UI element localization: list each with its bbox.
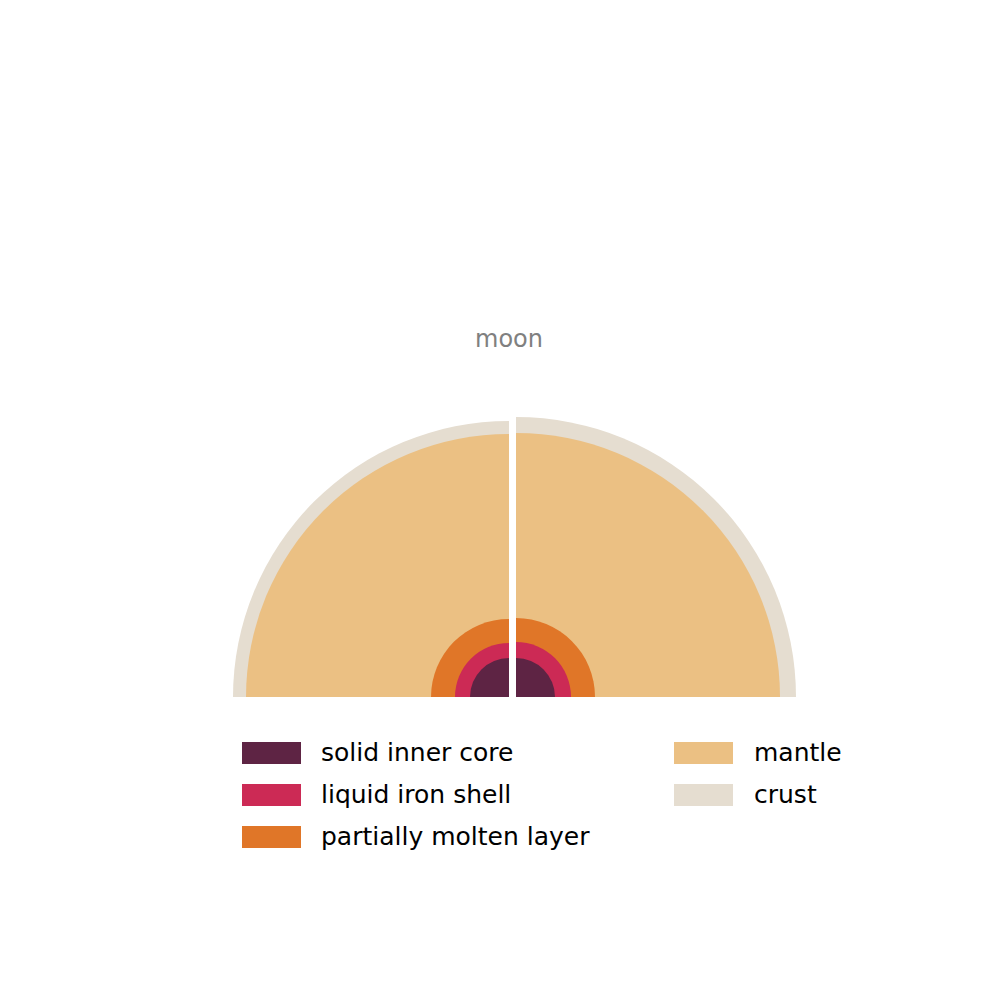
mantle-layer — [516, 433, 780, 697]
crust-layer — [233, 421, 509, 697]
legend-swatch — [242, 742, 301, 764]
legend-label: partially molten layer — [321, 822, 589, 852]
crust-layer — [516, 417, 796, 697]
solid-inner-core — [470, 658, 509, 697]
legend-label: mantle — [754, 738, 842, 768]
liquid-iron-shell — [455, 643, 509, 697]
legend-swatch — [674, 742, 733, 764]
legend-swatch — [674, 784, 733, 806]
diagram-title: moon — [475, 325, 543, 353]
mantle-layer — [246, 434, 509, 697]
legend-swatch — [242, 784, 301, 806]
solid-inner-core — [516, 658, 555, 697]
legend-swatch — [242, 826, 301, 848]
legend-label: solid inner core — [321, 738, 513, 768]
legend-label: crust — [754, 780, 817, 810]
partially-molten-layer — [431, 619, 509, 697]
partially-molten-layer — [516, 618, 595, 697]
legend-label: liquid iron shell — [321, 780, 511, 810]
liquid-iron-shell — [516, 642, 571, 697]
